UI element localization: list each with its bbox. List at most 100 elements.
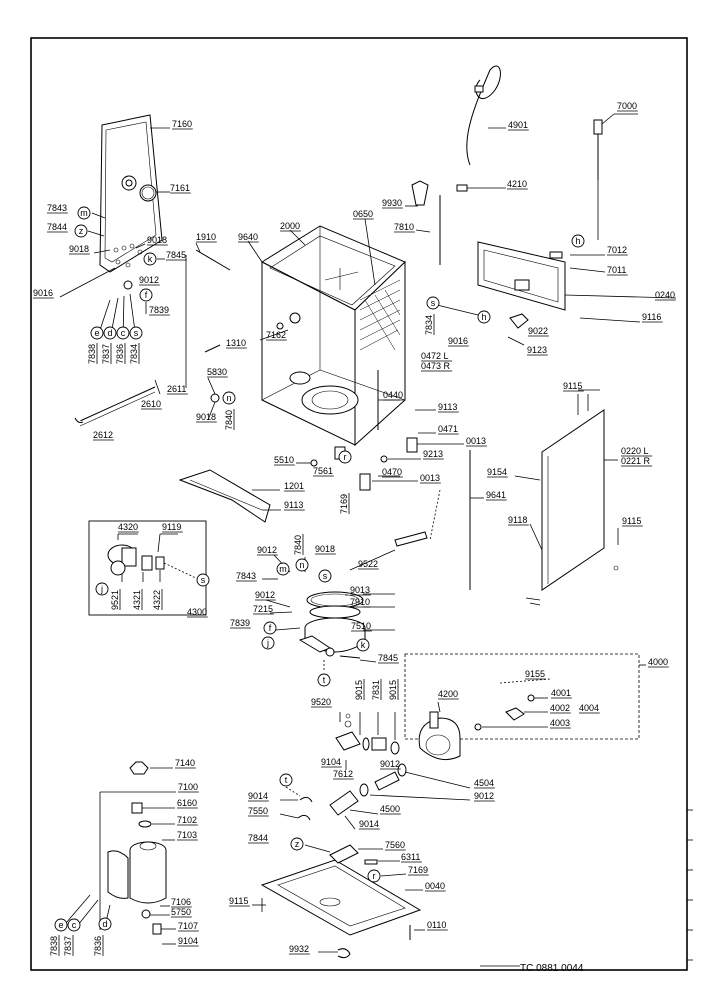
callout-letter: s <box>431 298 436 308</box>
softener-7100 <box>59 761 176 945</box>
part-label-vertical: 9015 <box>388 680 398 700</box>
callout-letter: r <box>344 452 347 462</box>
part-label: 4210 <box>507 179 527 189</box>
part-label: 7560 <box>385 840 405 850</box>
part-label: 7215 <box>253 604 273 614</box>
part-label: 5510 <box>274 455 294 465</box>
pump-4300-box <box>88 520 207 616</box>
panel-0240 <box>436 241 677 346</box>
part-label-vertical: 7837 <box>101 344 111 364</box>
callout-circle: f <box>139 288 153 302</box>
part-label: 4002 <box>550 703 570 713</box>
part-label: 9012 <box>257 545 277 555</box>
callout-letter: t <box>323 675 326 685</box>
callout-letter: c <box>72 920 77 930</box>
callout-circle: c <box>116 326 130 340</box>
side-panel-0220 <box>514 389 619 606</box>
part-label: 9115 <box>622 516 641 526</box>
part-label: 9012 <box>255 590 275 600</box>
part-label: 7012 <box>607 245 627 255</box>
callout-circle: r <box>338 450 352 464</box>
part-label: 4901 <box>508 120 528 130</box>
bracket-9930 <box>405 180 441 265</box>
part-label: 7612 <box>333 769 353 779</box>
part-label: 9018 <box>315 544 335 554</box>
part-label: 4004 <box>579 703 599 713</box>
part-label: 1310 <box>226 338 246 348</box>
callout-circle: h <box>571 234 585 248</box>
motor-4000-box <box>404 653 646 761</box>
strut-0440 <box>359 370 484 590</box>
part-label: 7100 <box>178 782 198 792</box>
callout-letter: d <box>107 328 112 338</box>
part-label: 9016 <box>448 336 468 346</box>
sensor-7000 <box>593 113 638 240</box>
callout-circle: d <box>98 917 112 931</box>
part-label: 9118 <box>508 515 527 525</box>
callout-circle: n <box>222 391 236 405</box>
part-label-vertical: 7837 <box>63 936 73 956</box>
part-label: 4320 <box>118 522 138 532</box>
callout-circle: s <box>426 296 440 310</box>
callout-letter: m <box>80 208 88 218</box>
cable-4901 <box>456 65 506 192</box>
part-label: 9522 <box>358 559 378 569</box>
part-label: 9119 <box>162 522 181 532</box>
part-label: 7839 <box>149 305 169 315</box>
part-label: 9640 <box>238 232 258 242</box>
callout-circle: t <box>317 673 331 687</box>
part-label-vertical: 7834 <box>129 344 139 364</box>
callout-circle: j <box>261 636 275 650</box>
part-label: 9113 <box>438 402 457 412</box>
part-label: 7844 <box>47 222 67 232</box>
callout-letter: k <box>361 640 366 650</box>
part-label: 9213 <box>423 449 443 459</box>
part-label: 9930 <box>382 198 402 208</box>
callout-letter: f <box>145 290 148 300</box>
callout-circle: s <box>196 573 210 587</box>
part-label: 7160 <box>172 119 192 129</box>
part-label: 0473 R <box>421 361 451 371</box>
part-label: 9014 <box>248 791 268 801</box>
part-label-vertical: 4321 <box>132 590 142 610</box>
side-panel-7160 <box>59 114 170 340</box>
part-label: 7162 <box>266 330 286 340</box>
callout-letter: m <box>279 564 287 574</box>
part-label: 9012 <box>139 275 159 285</box>
callout-letter: j <box>266 638 269 648</box>
part-label: 7839 <box>230 618 250 628</box>
part-label: 4300 <box>187 607 207 617</box>
part-label: 7011 <box>607 265 626 275</box>
callout-letter: s <box>134 328 139 338</box>
rods-left <box>74 242 231 427</box>
part-label: 0470 <box>382 467 402 477</box>
part-label: 9012 <box>474 791 494 801</box>
part-label: 0472 L <box>421 351 449 361</box>
part-label: 0040 <box>425 881 445 891</box>
part-label: 9016 <box>33 288 53 298</box>
part-label: 9012 <box>380 759 400 769</box>
part-label: 0440 <box>383 390 403 400</box>
part-label: 0471 <box>438 424 458 434</box>
part-label-vertical: 7169 <box>339 494 349 514</box>
part-label: 4500 <box>380 804 400 814</box>
part-label-vertical: 9015 <box>354 680 364 700</box>
part-label-vertical: 7836 <box>93 936 103 956</box>
callout-circle: m <box>77 206 91 220</box>
part-label: 0110 <box>427 920 446 930</box>
part-label: 7000 <box>617 101 637 111</box>
callout-circle: j <box>95 582 109 596</box>
part-label: 1201 <box>284 481 304 491</box>
part-label: 7910 <box>350 597 370 607</box>
pipes <box>279 712 471 830</box>
callout-circle: e <box>54 918 68 932</box>
part-label-vertical: 7840 <box>293 535 303 555</box>
part-label: 4001 <box>551 688 571 698</box>
base-0040 <box>252 844 425 959</box>
callout-letter: f <box>269 623 272 633</box>
footer-code: TC 0881 0044 <box>520 963 584 974</box>
plate-1201 <box>178 446 346 523</box>
part-label: 4003 <box>550 718 570 728</box>
part-label-vertical: 4322 <box>152 590 162 610</box>
